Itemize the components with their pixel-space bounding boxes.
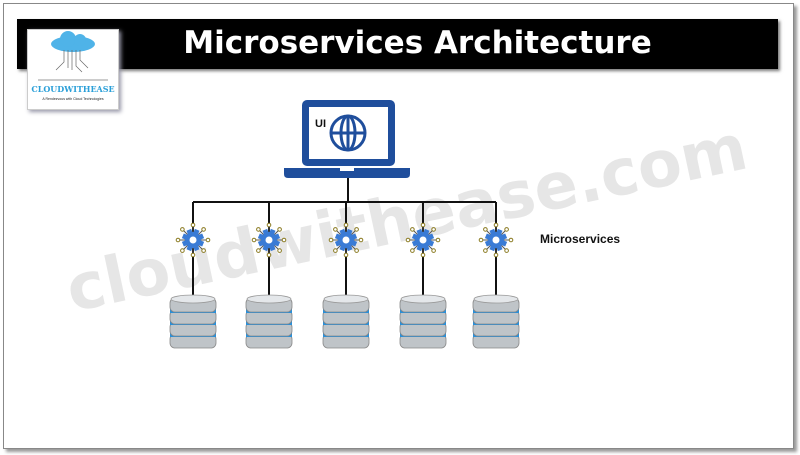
microservice-4 xyxy=(399,222,447,349)
database-icon xyxy=(322,294,370,349)
logo-brand: CLOUDWITHEASE xyxy=(31,84,115,94)
globe-icon xyxy=(329,114,367,152)
database-icon xyxy=(245,294,293,349)
database-icon xyxy=(169,294,217,349)
title-bar: Microservices Architecture xyxy=(17,19,778,69)
gear-icon xyxy=(405,222,441,258)
microservice-3 xyxy=(322,222,370,349)
microservice-2 xyxy=(245,222,293,349)
microservice-5 xyxy=(472,222,520,349)
logo: CLOUDWITHEASE A Rendezvous with Cloud Te… xyxy=(27,29,119,110)
database-icon xyxy=(472,294,520,349)
logo-tagline: A Rendezvous with Cloud Technologies xyxy=(42,97,104,101)
ui-label: UI xyxy=(315,118,326,130)
gear-icon xyxy=(478,222,514,258)
gear-icon xyxy=(251,222,287,258)
cloud-icon xyxy=(38,31,108,81)
diagram-frame xyxy=(3,3,794,449)
microservice-1 xyxy=(169,222,217,349)
page-title: Microservices Architecture xyxy=(183,25,652,61)
laptop-icon xyxy=(284,100,410,178)
gear-icon xyxy=(328,222,364,258)
gear-icon xyxy=(175,222,211,258)
database-icon xyxy=(399,294,447,349)
microservices-label: Microservices xyxy=(540,232,621,246)
